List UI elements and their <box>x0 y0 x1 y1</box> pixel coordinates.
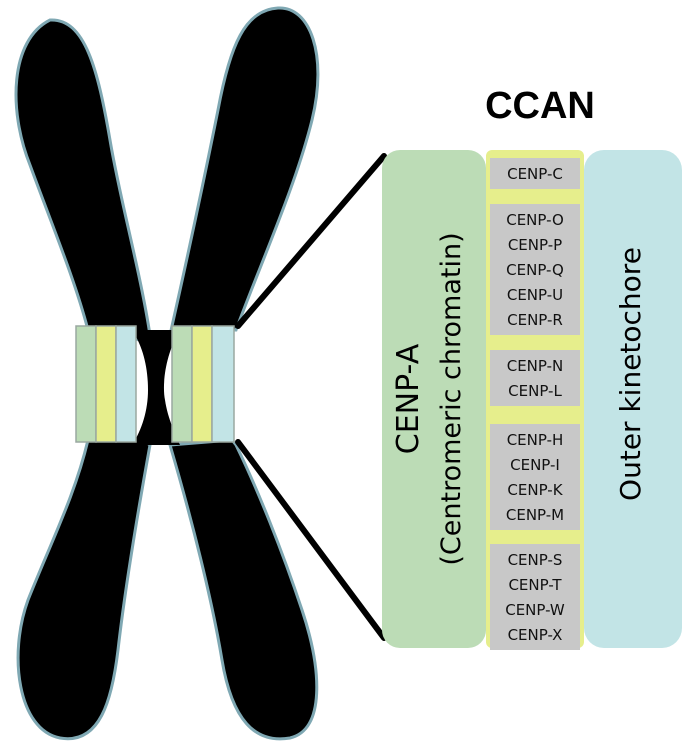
ccan-title: CCAN <box>485 85 595 127</box>
cenp-a-label: CENP-A <box>391 343 426 454</box>
protein-label: CENP-W <box>505 601 565 619</box>
left-cenp-a-band <box>75 325 97 443</box>
protein-group-box <box>490 350 580 406</box>
ccan-protein-boxes: CENP-C CENP-O CENP-P CENP-Q CENP-U CENP-R CENP… <box>490 158 580 650</box>
chromosome-right-lower-arm <box>168 438 319 741</box>
right-outer-band <box>211 325 235 443</box>
zoom-lines <box>235 153 387 641</box>
centromeric-chromatin-label: (Centromeric chromatin) <box>436 232 467 565</box>
protein-label: CENP-T <box>508 576 562 594</box>
outer-kinetochore-panel <box>584 150 682 648</box>
chromosome <box>14 6 320 741</box>
outer-kinetochore-label: Outer kinetochore <box>614 247 647 501</box>
protein-label: CENP-S <box>508 551 563 569</box>
protein-label: CENP-K <box>507 481 563 499</box>
protein-label: CENP-O <box>506 211 564 229</box>
protein-label: CENP-I <box>510 456 560 474</box>
protein-label: CENP-H <box>507 431 564 449</box>
protein-label: CENP-N <box>507 357 564 375</box>
protein-label: CENP-Q <box>506 261 564 279</box>
protein-group-box <box>490 544 580 650</box>
protein-label: CENP-C <box>507 165 563 183</box>
left-outer-band <box>115 325 137 443</box>
protein-label: CENP-X <box>508 626 563 644</box>
chromosome-left-upper-arm <box>14 18 152 342</box>
cenp-a-panel <box>382 150 486 648</box>
centromere-bands <box>75 325 235 443</box>
protein-label: CENP-R <box>507 311 563 329</box>
right-ccan-band <box>191 325 213 443</box>
protein-label: CENP-L <box>508 382 562 400</box>
protein-group-box <box>490 158 580 189</box>
protein-group-box <box>490 424 580 530</box>
chromosome-left-lower-arm <box>16 436 152 741</box>
left-ccan-band <box>95 325 117 443</box>
chromosome-right-upper-arm <box>168 6 320 337</box>
protein-group-box <box>490 204 580 335</box>
zoom-line-bottom <box>235 439 387 641</box>
protein-label: CENP-M <box>506 506 564 524</box>
protein-label: CENP-P <box>508 236 562 254</box>
protein-label: CENP-U <box>507 286 563 304</box>
chromosome-centromere-constriction <box>132 330 180 445</box>
zoom-line-top <box>235 153 387 329</box>
right-cenp-a-band <box>171 325 193 443</box>
